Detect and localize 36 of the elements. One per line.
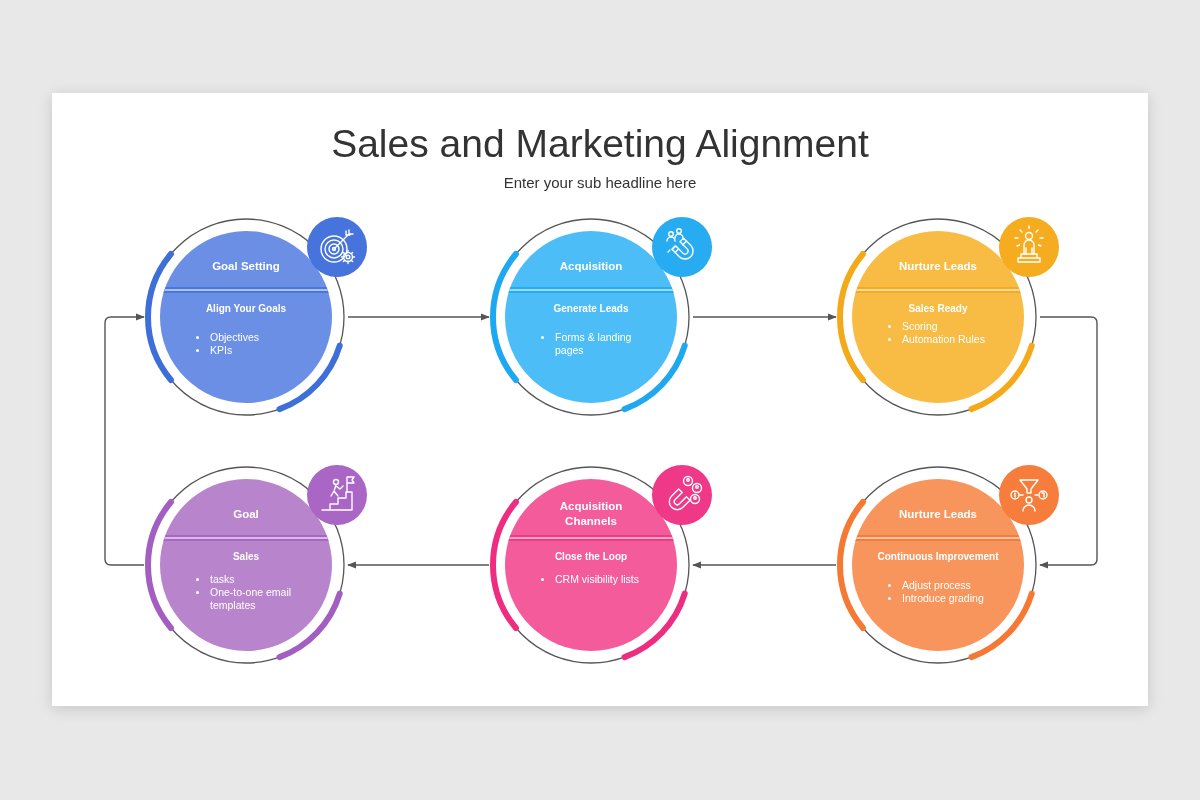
arrow [347,561,490,569]
step-heading: Goal Setting [212,258,280,274]
step-subheading: Sales Ready [908,302,968,316]
arrow [1039,316,1098,569]
title: Sales and Marketing Alignment [331,121,869,167]
step-subheading: Align Your Goals [205,302,287,316]
step-subheading: Generate Leads [553,302,629,316]
bullet-item: One-to-one email templates [191,586,310,612]
bullet-item: Scoring [883,320,938,333]
bullet-item: Objectives [191,331,260,344]
bullet-item: CRM visibility lists [536,573,639,586]
arrow [692,313,837,321]
circle-node [836,463,1040,667]
step-heading: Goal [233,506,259,522]
step-heading: Acquisition Channels [558,499,624,529]
circle-node [144,463,348,667]
step-subheading: Close the Loop [554,550,628,564]
arrow [104,313,145,566]
bullet-item: tasks [191,573,235,586]
step-heading: Acquisition [559,258,623,274]
bullet-item: Adjust process [883,579,971,592]
step-subheading: Sales [232,550,260,564]
bullet-item: Automation Rules [883,333,985,346]
arrow [692,561,837,569]
circle-node [489,463,693,667]
step-subheading: Continuous Improvement [877,550,999,564]
step-heading: Nurture Leads [899,506,977,522]
subtitle: Enter your sub headline here [503,174,697,192]
circle-node [144,215,348,419]
step-heading: Nurture Leads [899,258,977,274]
bullet-item: Forms & landing pages [536,331,655,357]
arrow [347,313,490,321]
bullet-item: KPIs [191,344,233,357]
circle-node [489,215,693,419]
bullet-item: Introduce grading [883,592,984,605]
circle-node [836,215,1040,419]
